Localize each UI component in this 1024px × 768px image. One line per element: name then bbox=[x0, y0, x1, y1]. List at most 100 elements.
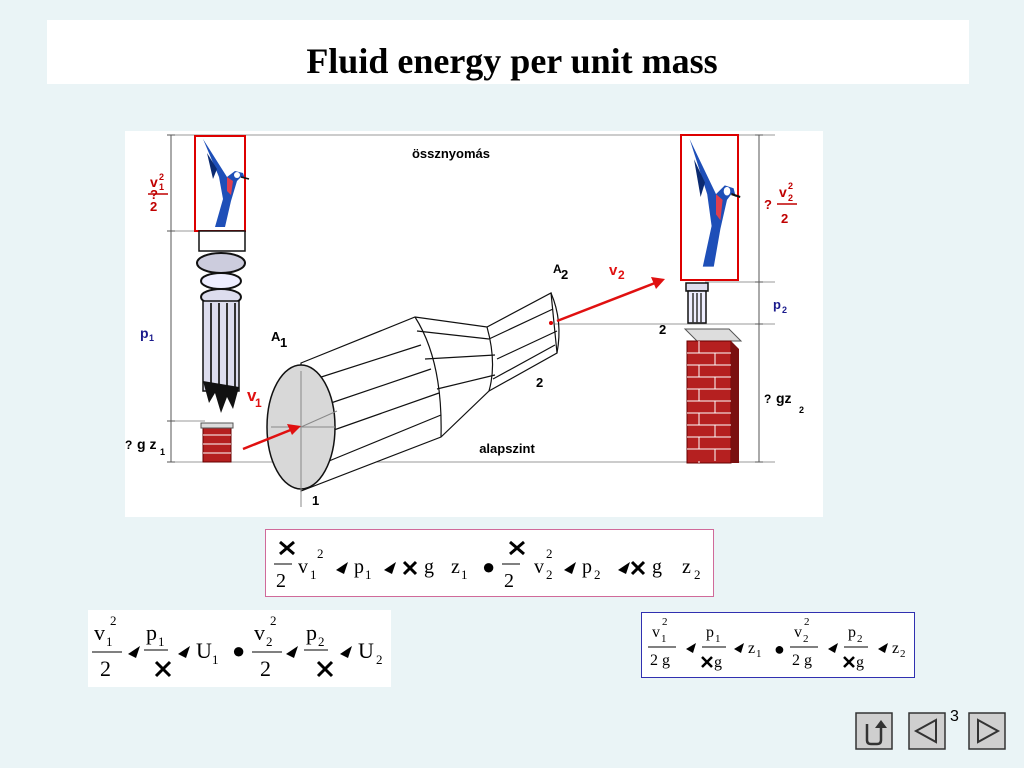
svg-text:2: 2 bbox=[594, 567, 601, 582]
section-2-top-label: 2 bbox=[659, 322, 666, 337]
svg-text:2: 2 bbox=[804, 616, 810, 628]
svg-text:2: 2 bbox=[788, 181, 793, 191]
svg-text:2: 2 bbox=[317, 546, 324, 561]
svg-text:p: p bbox=[306, 620, 317, 645]
svg-text:g: g bbox=[714, 654, 722, 671]
left-elevation-label: ? g z 1 bbox=[125, 436, 165, 457]
base-level-label: alapszint bbox=[479, 441, 535, 456]
svg-text:g: g bbox=[856, 654, 864, 671]
column-icon bbox=[685, 282, 709, 324]
right-area-label: A 2 bbox=[553, 262, 568, 282]
return-icon bbox=[865, 720, 887, 746]
svg-text:p: p bbox=[140, 325, 149, 341]
svg-text:v: v bbox=[794, 624, 802, 641]
svg-text:v: v bbox=[150, 174, 158, 190]
svg-text:v: v bbox=[247, 386, 257, 405]
svg-text:z: z bbox=[892, 640, 899, 657]
svg-text:2 g: 2 g bbox=[792, 652, 812, 669]
svg-text:1: 1 bbox=[461, 567, 468, 582]
svg-text:1: 1 bbox=[159, 182, 164, 192]
g2-symbol: g bbox=[652, 556, 662, 578]
left-dimension-line bbox=[167, 134, 175, 463]
p2-symbol: p bbox=[582, 556, 592, 578]
bernoulli-diagram: össznyomás alapszint ? v 1 2 2 p 1 ? g z… bbox=[125, 131, 823, 517]
svg-text:1: 1 bbox=[756, 648, 762, 660]
svg-text:p: p bbox=[146, 620, 157, 645]
pipe-body bbox=[300, 292, 560, 492]
bernoulli-equation-potential: v 1 2 2 p 1 U 1 ● v 2 2 2 p 2 U 2 bbox=[88, 610, 391, 687]
svg-text:2: 2 bbox=[260, 656, 271, 681]
svg-text:2: 2 bbox=[803, 633, 809, 645]
svg-text:1: 1 bbox=[212, 652, 219, 667]
velocity-arrow-1 bbox=[242, 424, 301, 451]
previous-arrow-icon bbox=[913, 718, 937, 744]
svg-text:1: 1 bbox=[255, 396, 262, 410]
right-elevation-label: ? gz 2 bbox=[764, 390, 804, 415]
svg-text:?: ? bbox=[764, 392, 771, 406]
section-2-bottom-label: 2 bbox=[536, 375, 543, 390]
svg-text:1: 1 bbox=[365, 567, 372, 582]
right-dimension-line bbox=[755, 134, 763, 463]
p1-symbol: p bbox=[354, 556, 364, 578]
svg-text:2: 2 bbox=[546, 546, 553, 561]
svg-text:1: 1 bbox=[661, 633, 667, 645]
bird-icon bbox=[689, 139, 741, 267]
svg-text:2: 2 bbox=[782, 305, 787, 315]
svg-text:v: v bbox=[609, 262, 618, 279]
svg-text:2: 2 bbox=[376, 652, 383, 667]
rho-cross-icon bbox=[279, 540, 295, 556]
svg-text:1: 1 bbox=[106, 634, 113, 649]
z1-symbol: z bbox=[451, 556, 460, 578]
g1-symbol: g bbox=[424, 556, 434, 578]
brick-chimney-icon bbox=[200, 422, 234, 463]
svg-text:2: 2 bbox=[900, 648, 906, 660]
left-velocity-label: v 1 bbox=[247, 386, 262, 410]
total-pressure-label: össznyomás bbox=[412, 146, 490, 161]
equals-dot: ● bbox=[482, 554, 495, 579]
svg-text:gz: gz bbox=[776, 390, 792, 406]
brick-chimney-icon bbox=[683, 328, 743, 464]
right-pressure-label: p 2 bbox=[773, 297, 787, 315]
svg-text:●: ● bbox=[232, 638, 245, 663]
svg-text:g z: g z bbox=[137, 436, 156, 452]
svg-text:?: ? bbox=[125, 438, 132, 452]
next-button[interactable] bbox=[968, 712, 1006, 750]
svg-text:2: 2 bbox=[266, 634, 273, 649]
svg-text:1: 1 bbox=[280, 335, 287, 350]
bernoulli-equation-main: 2 v 1 2 p 1 g z 1 ● 2 v 2 2 p 2 g z 2 bbox=[265, 529, 714, 597]
left-pressure-label: p 1 bbox=[140, 325, 154, 343]
svg-text:2: 2 bbox=[781, 211, 788, 226]
svg-text:2: 2 bbox=[504, 570, 514, 592]
return-button[interactable] bbox=[855, 712, 893, 750]
z2-symbol: z bbox=[682, 556, 691, 578]
right-velocity-head-label: ? v 2 2 2 bbox=[764, 181, 797, 226]
svg-text:v: v bbox=[652, 624, 660, 641]
svg-text:2: 2 bbox=[857, 633, 863, 645]
left-velocity-head-label: ? v 1 2 2 bbox=[148, 172, 168, 214]
svg-text:2: 2 bbox=[150, 199, 157, 214]
svg-text:2: 2 bbox=[159, 172, 164, 182]
svg-text:1: 1 bbox=[158, 634, 165, 649]
svg-text:2: 2 bbox=[546, 567, 553, 582]
v2-symbol: v bbox=[534, 556, 544, 578]
svg-text:1: 1 bbox=[715, 633, 721, 645]
rho-cross-icon bbox=[509, 540, 525, 556]
svg-text:U: U bbox=[196, 638, 212, 663]
left-area-label: A 1 bbox=[271, 329, 287, 350]
svg-text:2: 2 bbox=[318, 634, 325, 649]
svg-text:p: p bbox=[706, 624, 714, 641]
svg-text:p: p bbox=[848, 624, 856, 641]
svg-text:2: 2 bbox=[110, 613, 117, 628]
bird-icon bbox=[203, 139, 250, 227]
rho-cross-icon bbox=[154, 660, 172, 678]
velocity-arrow-2 bbox=[556, 277, 665, 323]
column-icon bbox=[196, 230, 246, 413]
previous-button[interactable] bbox=[908, 712, 946, 750]
svg-text:U: U bbox=[358, 638, 374, 663]
svg-text:p: p bbox=[773, 297, 781, 312]
v1-symbol: v bbox=[298, 556, 308, 578]
svg-text:1: 1 bbox=[160, 447, 165, 457]
svg-text:?: ? bbox=[764, 197, 772, 212]
page-title: Fluid energy per unit mass bbox=[306, 41, 718, 81]
svg-text:2: 2 bbox=[694, 567, 701, 582]
